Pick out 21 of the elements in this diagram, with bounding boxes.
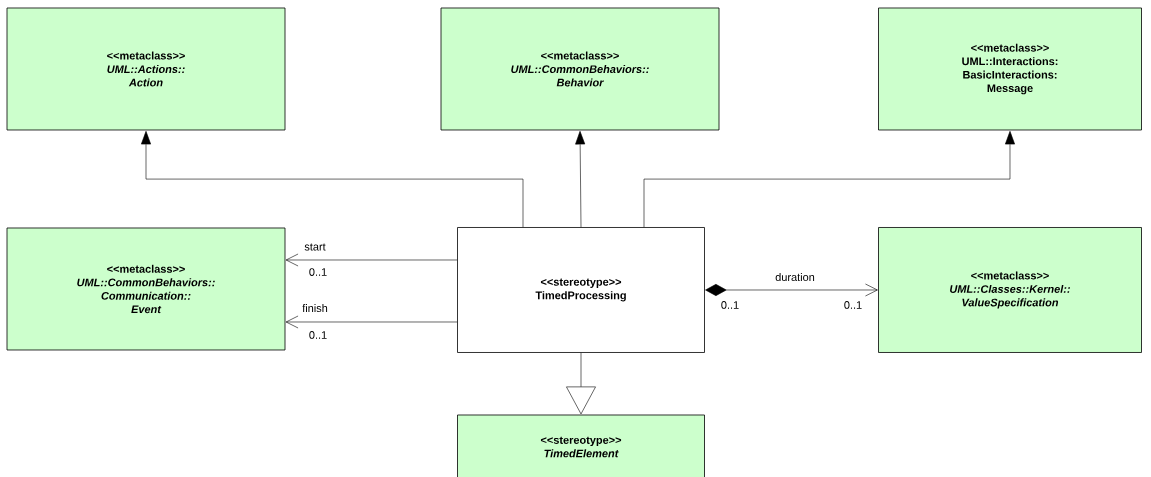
edge-label: duration [774,271,816,282]
connector [141,131,524,228]
class-box: <<stereotype>> TimedElement [457,414,705,477]
edge-label: start [303,242,327,252]
edge-label: finish [301,302,329,313]
class-box: <<metaclass>> UML::CommonBehaviors:: Communication:: Event [6,227,286,351]
multiplicity-label: 0..1 [309,331,327,339]
class-box: <<metaclass>> UML::Actions:: Action [6,7,286,131]
class-box: <<metaclass>> UML::CommonBehaviors:: Behavior [440,7,720,131]
class-box: <<metaclass>> UML::Classes::Kernel:: ValueSpecification [878,227,1142,353]
multiplicity-label: 0..1 [844,301,862,309]
class-box: <<metaclass>> UML::Interactions: BasicInteractions: Message [878,7,1142,131]
multiplicity-label: 0..1 [721,301,739,309]
multiplicity-label: 0..1 [309,268,327,276]
class-box: <<stereotype>> TimedProcessing [457,227,705,353]
connector [643,131,1015,228]
connector [285,315,458,329]
connector [705,283,878,297]
connector [575,131,586,228]
connector [566,352,596,415]
connector [285,253,458,267]
